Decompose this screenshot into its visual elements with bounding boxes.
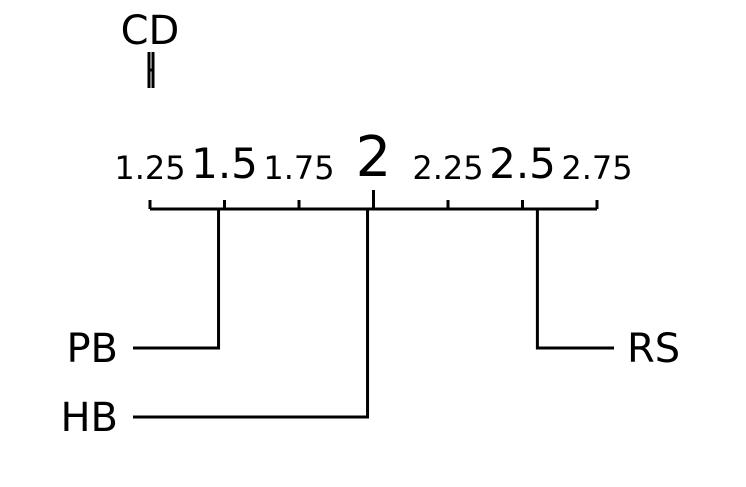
method-connector: [133, 209, 221, 350]
critical-difference-indicator: CD: [121, 8, 180, 88]
axis-tick-label: 1.75: [263, 149, 334, 187]
method-label: RS: [627, 326, 680, 372]
axis-tick-label: 2: [356, 125, 392, 190]
method-label: PB: [66, 326, 118, 372]
axis-tick-label: 2.25: [412, 149, 483, 187]
method-label: HB: [60, 395, 118, 441]
method-connector: [133, 209, 370, 419]
axis-tick-label: 1.25: [114, 149, 185, 187]
axis-tick-label: 1.5: [191, 139, 258, 188]
axis-tick-label: 2.75: [561, 149, 632, 187]
method-connectors: PB HB RS: [60, 209, 680, 441]
axis-tick-label: 2.5: [489, 139, 556, 188]
method-connector: [535, 209, 614, 350]
cd-label: CD: [121, 8, 180, 54]
